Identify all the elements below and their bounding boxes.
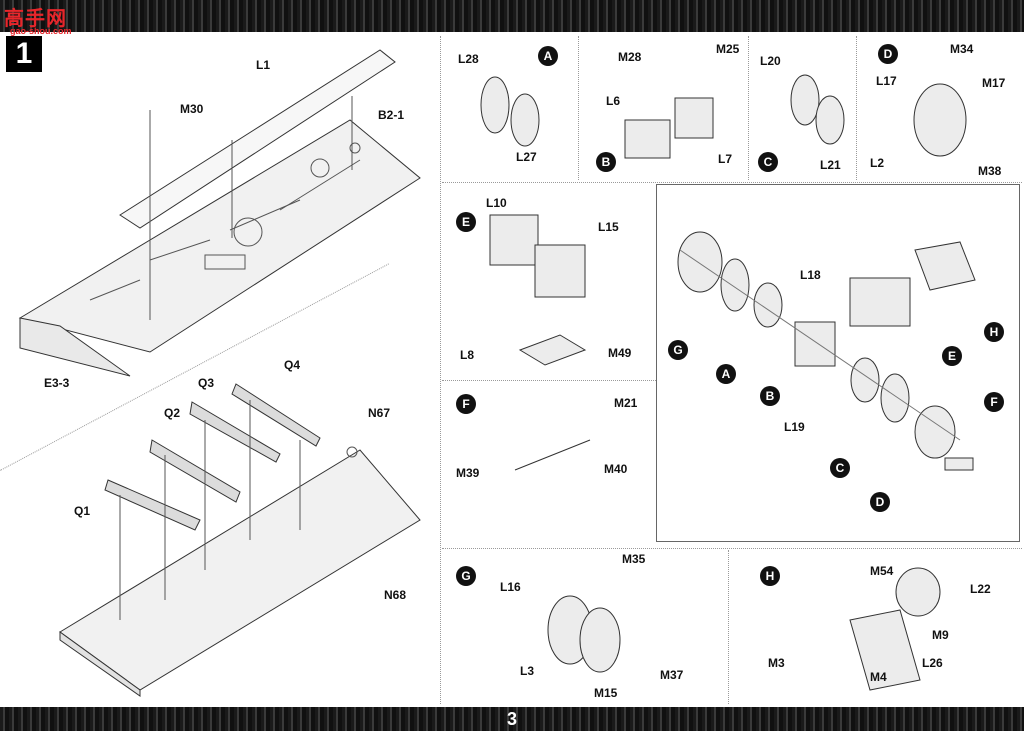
page-number: 3 [506, 709, 517, 729]
part-label-E3-3: E3-3 [44, 376, 70, 390]
combined-badge-E: E [942, 346, 962, 366]
badge-B: B [596, 152, 616, 172]
combined-badge-H: H [984, 322, 1004, 342]
badge-F: F [456, 394, 476, 414]
part-label-L18: L18 [800, 268, 821, 282]
badge-E: E [456, 212, 476, 232]
part-label-M54: M54 [870, 564, 894, 578]
cross-members [104, 383, 321, 531]
part-label-L17: L17 [876, 74, 897, 88]
divider-gh [728, 550, 729, 704]
part-label-M25: M25 [716, 42, 740, 56]
divider-bc [748, 36, 749, 180]
step-number: 1 [6, 36, 42, 72]
combined-view-frame [656, 184, 1020, 542]
top-dark-band [0, 0, 1024, 32]
part-label-Q3: Q3 [198, 376, 215, 390]
combined-exploded-view [677, 231, 976, 471]
part-label-L28: L28 [458, 52, 479, 66]
upper-chassis-plate [18, 49, 421, 377]
part-label-L6: L6 [606, 94, 621, 108]
divider-bottom-row [442, 548, 1022, 549]
part-label-L15: L15 [598, 220, 619, 234]
part-label-L19: L19 [784, 420, 805, 434]
part-label-N68: N68 [384, 588, 407, 602]
part-label-L22: L22 [970, 582, 991, 596]
part-label-M17: M17 [982, 76, 1006, 90]
divider-ef [442, 380, 656, 381]
divider-top-row [442, 182, 1022, 183]
part-label-L2: L2 [870, 156, 885, 170]
part-label-L7: L7 [718, 152, 733, 166]
lower-chassis-plate [59, 449, 421, 697]
part-label-M21: M21 [614, 396, 638, 410]
part-label-M3: M3 [768, 656, 785, 670]
part-label-Q1: Q1 [74, 504, 91, 518]
combined-badge-D: D [870, 492, 890, 512]
combined-badge-C: C [830, 458, 850, 478]
part-label-M28: M28 [618, 50, 642, 64]
part-label-L20: L20 [760, 54, 781, 68]
part-label-L21: L21 [820, 158, 841, 172]
part-label-M38: M38 [978, 164, 1002, 178]
combined-badge-F: F [984, 392, 1004, 412]
part-label-L1: L1 [256, 58, 271, 72]
site-logo: 高手网 gao-shou.com [4, 2, 72, 36]
badge-H: H [760, 566, 780, 586]
part-label-Q4: Q4 [284, 358, 301, 372]
divider-ab [578, 36, 579, 180]
upper-plate-details [89, 96, 361, 320]
combined-badge-G: G [668, 340, 688, 360]
part-label-N67: N67 [368, 406, 391, 420]
part-label-Q2: Q2 [164, 406, 181, 420]
part-label-L3: L3 [520, 664, 535, 678]
combined-badge-B: B [760, 386, 780, 406]
part-label-L16: L16 [500, 580, 521, 594]
part-label-M30: M30 [180, 102, 204, 116]
part-label-M15: M15 [594, 686, 618, 700]
logo-main-text: 高手网 [4, 8, 67, 30]
part-label-M40: M40 [604, 462, 628, 476]
part-label-L10: L10 [486, 196, 507, 210]
subassembly-sketches [480, 74, 967, 691]
part-label-M35: M35 [622, 552, 646, 566]
badge-C: C [758, 152, 778, 172]
part-label-M9: M9 [932, 628, 949, 642]
cross-member-guides [119, 400, 358, 620]
divider-cd [856, 36, 857, 180]
part-label-L26: L26 [922, 656, 943, 670]
logo-sub-text: gao-shou.com [10, 26, 72, 36]
part-label-M37: M37 [660, 668, 684, 682]
divider-main [440, 36, 441, 704]
badge-A: A [538, 46, 558, 66]
part-label-M4: M4 [870, 670, 887, 684]
part-label-M39: M39 [456, 466, 480, 480]
bottom-dark-band [0, 707, 1024, 731]
part-label-B2-1: B2-1 [378, 108, 405, 122]
badge-G: G [456, 566, 476, 586]
part-label-M34: M34 [950, 42, 974, 56]
part-label-L8: L8 [460, 348, 475, 362]
badge-D: D [878, 44, 898, 64]
combined-badge-A: A [716, 364, 736, 384]
part-label-L27: L27 [516, 150, 537, 164]
part-label-M49: M49 [608, 346, 632, 360]
